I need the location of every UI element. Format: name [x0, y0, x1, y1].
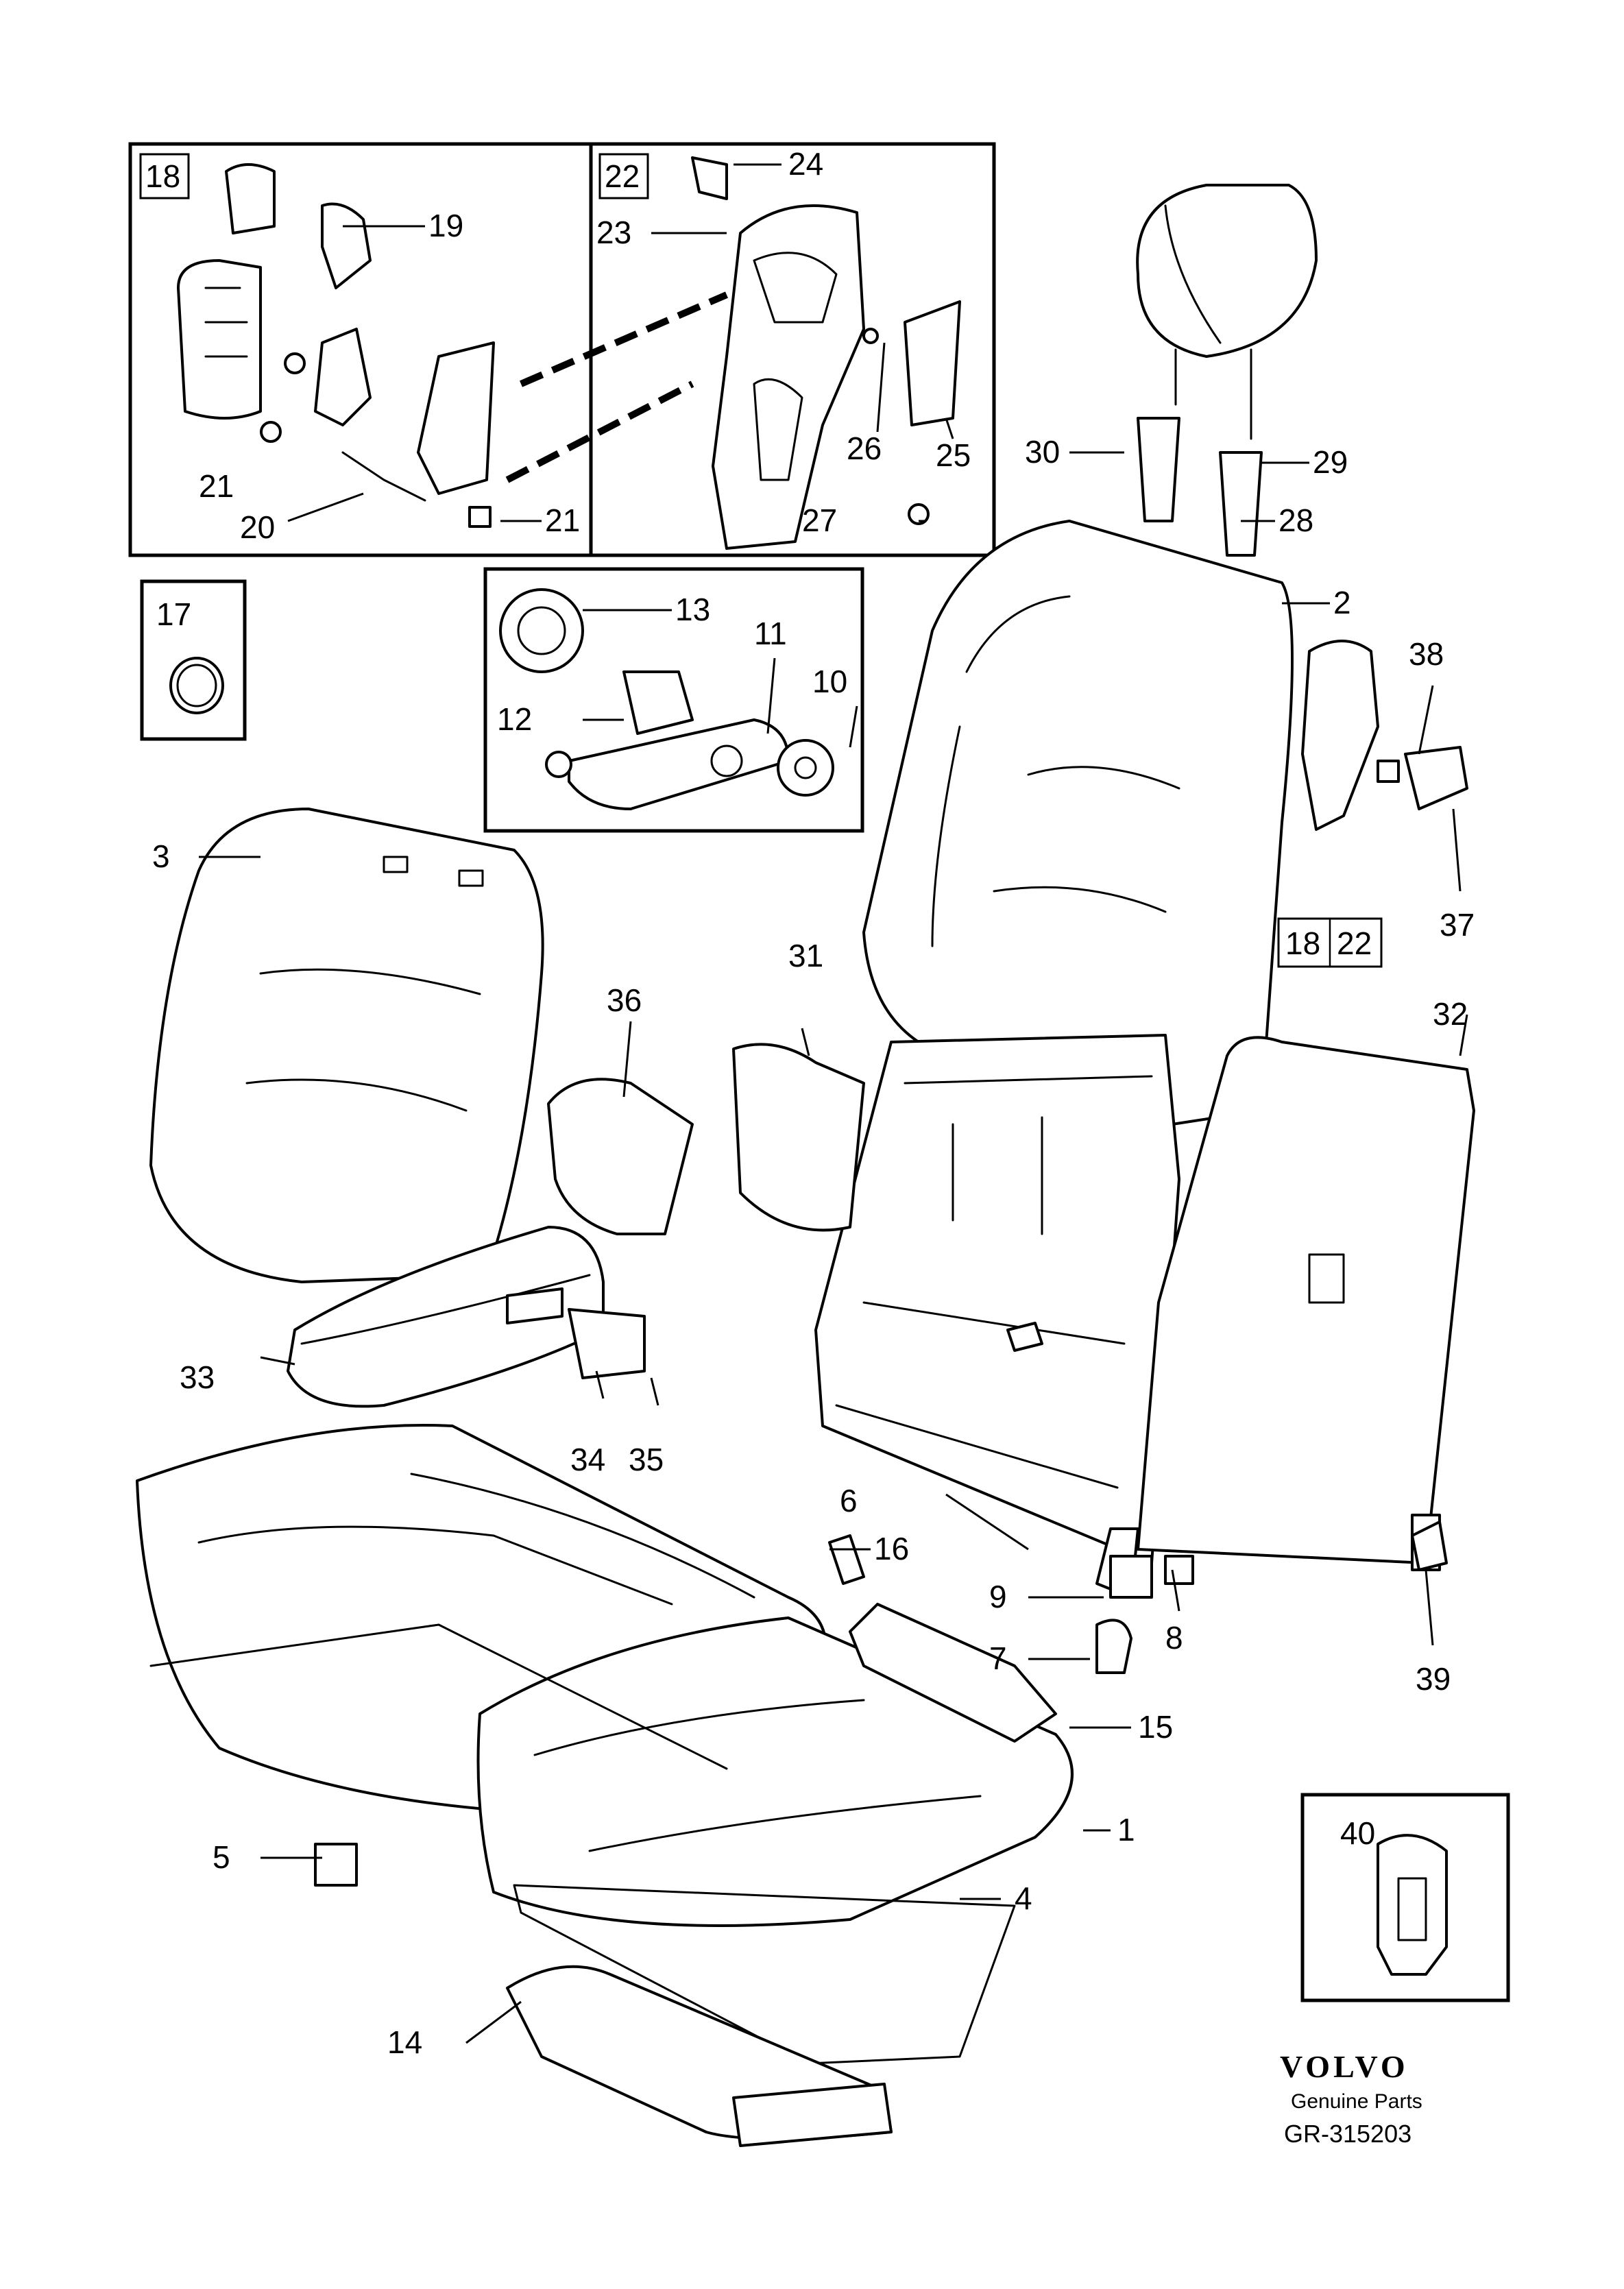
inset-release-mechanism-frame: [483, 567, 864, 833]
callout-21-right: 21: [545, 502, 580, 538]
alignment-dash-upper: [520, 291, 728, 387]
seat-back-frame-illustration: [732, 1034, 1475, 1599]
callout-34: 34: [570, 1442, 605, 1477]
callout-18-inset: 18: [145, 158, 180, 194]
callout-35: 35: [629, 1442, 664, 1477]
callout-33: 33: [180, 1359, 215, 1395]
ref-box-22-inset: [598, 153, 649, 199]
callout-28: 28: [1278, 502, 1313, 538]
callout-1: 1: [1117, 1812, 1135, 1848]
callout-24: 24: [788, 146, 823, 182]
leader-lines: [199, 163, 1468, 2044]
callout-25: 25: [936, 437, 971, 473]
callout-6: 6: [840, 1483, 858, 1518]
seat-lower-trim-illustration: [506, 1603, 1057, 2147]
callout-22-backrest: 22: [1337, 925, 1372, 961]
release-mechanism-illustration: [499, 588, 834, 810]
inset-clip-frame: [1300, 1793, 1510, 2002]
clip-illustration: [1377, 1834, 1448, 1976]
backrest-cushion-illustration: [862, 520, 1468, 1126]
armrest-illustration: [287, 1078, 694, 1408]
side-panel-illustration: [691, 156, 961, 550]
callout-38: 38: [1409, 636, 1444, 672]
recliner-mechanism-illustration: [177, 163, 495, 528]
inset-o-ring-frame: [140, 579, 247, 741]
callout-9: 9: [989, 1579, 1007, 1614]
callout-10: 10: [812, 664, 847, 699]
brand-subtitle: Genuine Parts: [1291, 2090, 1422, 2113]
headrest-illustration: [1136, 184, 1318, 557]
callout-12: 12: [497, 701, 532, 737]
callout-20: 20: [240, 509, 275, 545]
diagram-code: GR-315203: [1284, 2120, 1411, 2148]
callout-4: 4: [1015, 1880, 1032, 1916]
callout-21-left: 21: [199, 468, 234, 504]
callout-26: 26: [847, 431, 882, 466]
callout-40: 40: [1340, 1815, 1375, 1851]
callout-29: 29: [1313, 444, 1348, 480]
callout-5: 5: [213, 1839, 230, 1875]
callout-15: 15: [1138, 1709, 1173, 1745]
brand-wordmark: VOLVO: [1280, 2049, 1409, 2084]
callout-13: 13: [675, 592, 710, 627]
callout-32: 32: [1433, 996, 1468, 1032]
callout-23: 23: [596, 215, 631, 250]
callout-8: 8: [1165, 1620, 1183, 1656]
callout-3: 3: [152, 838, 170, 874]
callout-22-inset: 22: [605, 158, 640, 194]
callout-19: 19: [428, 208, 463, 243]
callout-31: 31: [788, 938, 823, 973]
callout-18-backrest: 18: [1285, 925, 1320, 961]
ref-box-18-inset: [139, 153, 190, 199]
small-parts-illustration: [828, 760, 1448, 1674]
callout-11: 11: [754, 616, 787, 651]
callout-14: 14: [387, 2024, 422, 2060]
callout-17: 17: [156, 596, 191, 632]
callout-39: 39: [1416, 1661, 1451, 1697]
callout-7: 7: [989, 1640, 1007, 1676]
callout-16: 16: [874, 1531, 909, 1566]
callout-37: 37: [1440, 907, 1475, 943]
alignment-dash-lower: [505, 380, 694, 483]
rear-backrest-cover-illustration: [149, 808, 544, 1283]
inset-recliner-frame: [128, 142, 996, 557]
callout-27: 27: [802, 502, 837, 538]
callout-30: 30: [1025, 434, 1060, 470]
callout-2: 2: [1333, 585, 1351, 620]
callout-36: 36: [607, 982, 642, 1018]
